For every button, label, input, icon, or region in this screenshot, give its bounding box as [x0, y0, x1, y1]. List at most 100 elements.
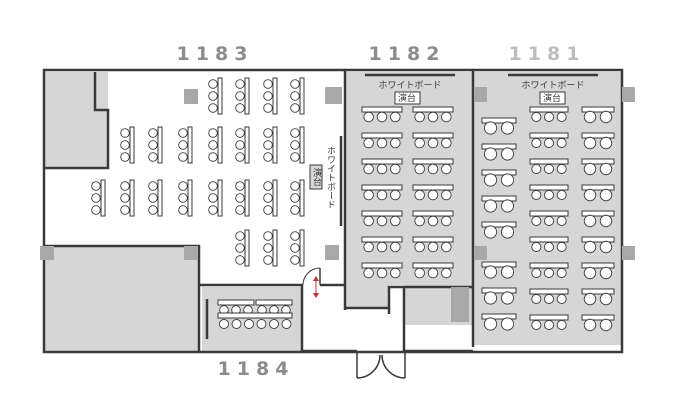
chair: [91, 205, 101, 215]
chair: [263, 193, 273, 203]
chair: [363, 267, 374, 279]
room-1181-furniture: ホワイトボード 演台: [481, 73, 615, 332]
chair: [290, 79, 300, 89]
chair: [556, 163, 567, 175]
chair: [543, 319, 555, 331]
desk: [217, 312, 293, 319]
chair: [208, 140, 218, 150]
chair: [235, 140, 245, 150]
chair: [263, 231, 273, 241]
chair: [390, 189, 401, 201]
chair: [483, 225, 498, 239]
desk: [263, 77, 278, 115]
chair: [120, 205, 130, 215]
desk: [148, 126, 163, 164]
chair: [208, 91, 218, 101]
desk: [481, 143, 517, 161]
desk: [290, 229, 305, 267]
desks-1184: [217, 299, 293, 329]
chair: [363, 163, 374, 175]
chair: [376, 215, 388, 227]
desk: [412, 158, 454, 175]
chair: [263, 205, 273, 215]
chair: [414, 111, 425, 123]
desk: [361, 184, 403, 201]
chair: [290, 193, 300, 203]
chair: [235, 243, 245, 253]
desk: [581, 106, 615, 124]
wall-1182-bottom: [345, 285, 473, 310]
chair: [290, 91, 300, 101]
chair: [290, 243, 300, 253]
chair: [363, 137, 374, 149]
chair: [148, 140, 158, 150]
door-1183[interactable]: [302, 267, 321, 298]
chair: [290, 128, 300, 138]
chair: [441, 189, 452, 201]
chair: [556, 111, 567, 123]
chair: [414, 267, 425, 279]
desk: [581, 158, 615, 176]
chair: [263, 181, 273, 191]
chair: [376, 267, 388, 279]
podium-1183: [309, 164, 323, 190]
chair: [120, 181, 130, 191]
chair: [427, 189, 439, 201]
walls: [42, 68, 624, 354]
desk: [529, 210, 569, 227]
chair: [543, 293, 555, 305]
chair: [363, 215, 374, 227]
chair: [235, 91, 245, 101]
desk: [235, 126, 250, 164]
room-label-1183: 1183: [177, 43, 254, 65]
chair: [543, 215, 555, 227]
room-label-1184: 1184: [218, 358, 295, 380]
chair: [178, 205, 188, 215]
podium-label-1183: 演台: [311, 167, 322, 187]
chair: [376, 111, 388, 123]
chair: [531, 241, 542, 253]
chair: [263, 128, 273, 138]
chair: [376, 189, 388, 201]
desk: [581, 132, 615, 150]
desks-1183: [91, 77, 305, 267]
chair: [235, 255, 245, 265]
desk: [290, 126, 305, 164]
desk: [361, 158, 403, 175]
chair: [414, 241, 425, 253]
desk: [217, 299, 255, 315]
chair: [390, 163, 401, 175]
desk: [235, 77, 250, 115]
desk: [529, 288, 569, 305]
desk: [481, 313, 517, 331]
whiteboard-label-1181: ホワイトボード: [521, 80, 584, 91]
desk: [361, 210, 403, 227]
whiteboard-label-1183: ホワイトボード: [325, 146, 336, 209]
chair: [120, 152, 130, 162]
chair: [583, 266, 597, 280]
desk: [481, 287, 517, 305]
chair: [543, 267, 555, 279]
chair: [178, 193, 188, 203]
chair: [483, 265, 498, 279]
chair: [263, 91, 273, 101]
chair: [427, 137, 439, 149]
chair: [543, 163, 555, 175]
chair: [256, 319, 267, 329]
chair: [500, 199, 515, 213]
desk: [581, 210, 615, 228]
chair: [414, 137, 425, 149]
desk: [263, 179, 278, 217]
chair: [363, 189, 374, 201]
storage-top-left-wall: [44, 72, 110, 170]
desks-1182: [361, 106, 454, 279]
whiteboard-label-1182: ホワイトボード: [378, 80, 441, 91]
chair: [500, 317, 515, 331]
chair: [290, 140, 300, 150]
desk: [178, 179, 193, 217]
podium-label-1182: 演台: [398, 92, 416, 104]
desk: [263, 229, 278, 267]
entrance-door[interactable]: [356, 351, 406, 379]
desk: [235, 179, 250, 217]
chair: [543, 111, 555, 123]
